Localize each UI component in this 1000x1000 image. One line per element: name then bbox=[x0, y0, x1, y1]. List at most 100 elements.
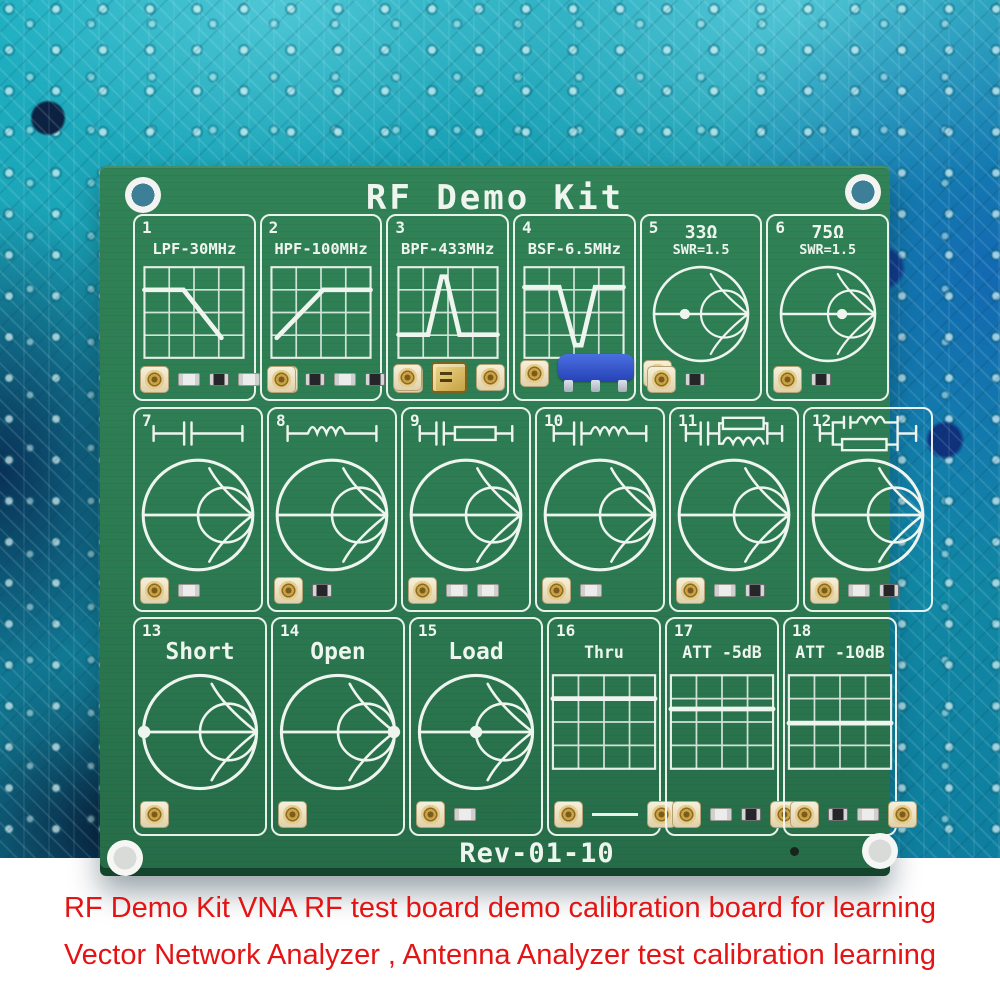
component-leg bbox=[591, 380, 601, 392]
cell-number: 6 bbox=[775, 218, 785, 237]
parallel-lc-resistor-symbol bbox=[818, 415, 918, 452]
smd-component bbox=[745, 584, 765, 597]
cell-components bbox=[672, 801, 799, 828]
smd-component bbox=[446, 584, 468, 597]
cell-label: ATT -10dB bbox=[795, 643, 885, 662]
cell-components bbox=[274, 577, 390, 604]
cell-label: Thru bbox=[584, 643, 624, 662]
ufl-connector bbox=[140, 801, 169, 828]
caption: RF Demo Kit VNA RF test board demo calib… bbox=[0, 892, 1000, 972]
smd-component bbox=[304, 373, 325, 386]
smd-component bbox=[811, 373, 832, 386]
cell-components bbox=[278, 801, 398, 828]
board-cell-7: 7 bbox=[133, 407, 263, 612]
component-leg bbox=[618, 380, 628, 392]
cell-components bbox=[140, 577, 256, 604]
smd-component bbox=[714, 584, 736, 597]
ufl-connector bbox=[393, 364, 423, 391]
smd-component bbox=[710, 808, 732, 821]
cell-number: 13 bbox=[142, 621, 162, 640]
smd-component bbox=[454, 808, 476, 821]
smd-component bbox=[580, 584, 602, 597]
board-title: RF Demo Kit bbox=[365, 178, 625, 218]
cell-number: 9 bbox=[410, 411, 420, 430]
cell-number: 7 bbox=[142, 411, 152, 430]
cell-components bbox=[140, 801, 260, 828]
ufl-connector bbox=[140, 577, 169, 604]
smd-component bbox=[828, 808, 848, 821]
board-cell-9: 9 bbox=[401, 407, 531, 612]
smd-component bbox=[684, 373, 705, 386]
ceramic-filter-component bbox=[558, 354, 635, 392]
cell-row: 7 8 9 10 11 12 bbox=[133, 407, 933, 612]
response-graph bbox=[522, 266, 627, 359]
caption-line-1: RF Demo Kit VNA RF test board demo calib… bbox=[63, 892, 936, 924]
smd-component bbox=[477, 584, 499, 597]
response-graph bbox=[142, 266, 245, 359]
fiducial-dot bbox=[790, 847, 799, 856]
board-revision: Rev-01-10 bbox=[459, 838, 615, 869]
ufl-connector bbox=[266, 366, 296, 393]
cell-label: 33Ω bbox=[684, 222, 718, 243]
mounting-hole bbox=[125, 177, 161, 213]
cell-sublabel: SWR=1.5 bbox=[799, 242, 857, 258]
board-cell-11: 11 bbox=[669, 407, 799, 612]
response-graph bbox=[395, 266, 500, 359]
ufl-connector bbox=[476, 364, 506, 391]
ufl-connector bbox=[278, 801, 307, 828]
smith-chart bbox=[811, 458, 925, 572]
background-capacitor-blob bbox=[30, 100, 66, 136]
cell-number: 4 bbox=[522, 218, 532, 237]
cell-number: 12 bbox=[812, 411, 832, 430]
cell-components bbox=[542, 577, 658, 604]
ufl-connector bbox=[554, 801, 583, 828]
cell-number: 5 bbox=[648, 218, 659, 237]
cell-number: 15 bbox=[418, 621, 438, 640]
board-cell-12: 12 bbox=[803, 407, 933, 612]
smd-component bbox=[848, 584, 870, 597]
cell-sublabel: SWR=1.5 bbox=[672, 242, 730, 258]
cell-components bbox=[266, 366, 423, 393]
ufl-connector bbox=[140, 366, 169, 393]
smith-chart bbox=[141, 458, 255, 572]
ufl-connector bbox=[408, 577, 437, 604]
cell-components bbox=[676, 577, 792, 604]
response-graph bbox=[668, 674, 776, 770]
board-cell-10: 10 bbox=[535, 407, 665, 612]
ufl-connector bbox=[520, 360, 550, 387]
smd-component bbox=[209, 373, 229, 386]
cell-number: 3 bbox=[395, 218, 405, 237]
board-cell-8: 8 bbox=[267, 407, 397, 612]
cell-number: 14 bbox=[280, 621, 300, 640]
cell-label: Open bbox=[310, 639, 366, 665]
mounting-hole bbox=[862, 833, 898, 869]
smd-component bbox=[178, 584, 200, 597]
response-graph bbox=[270, 266, 373, 359]
cell-number: 10 bbox=[544, 411, 564, 430]
ufl-connector bbox=[646, 366, 676, 393]
cell-components bbox=[520, 354, 673, 393]
smd-component bbox=[741, 808, 761, 821]
smd-component bbox=[364, 373, 385, 386]
cell-number: 16 bbox=[556, 621, 576, 640]
smd-component bbox=[238, 373, 260, 386]
series-capacitor-symbol bbox=[152, 421, 244, 446]
cell-components bbox=[554, 801, 676, 828]
smith-chart bbox=[779, 265, 876, 363]
cell-number: 8 bbox=[276, 411, 286, 430]
cell-label: HPF-100MHz bbox=[274, 240, 368, 258]
